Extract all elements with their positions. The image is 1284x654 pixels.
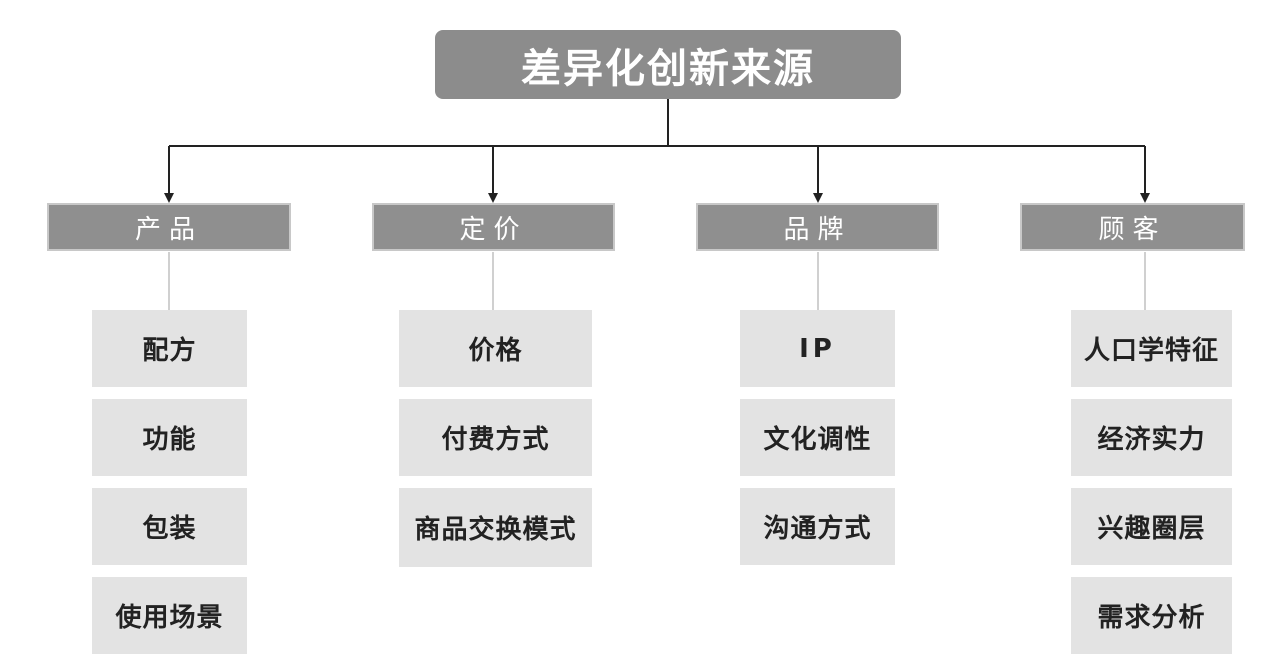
leaf-customer-interest: 兴趣圈层 bbox=[1071, 488, 1232, 565]
leaf-brand-ip: IP bbox=[740, 310, 895, 387]
leaf-product-function: 功能 bbox=[92, 399, 247, 476]
leaf-brand-culture: 文化调性 bbox=[740, 399, 895, 476]
leaf-pricing-payment: 付费方式 bbox=[399, 399, 592, 476]
leaf-customer-demographics: 人口学特征 bbox=[1071, 310, 1232, 387]
root-node: 差异化创新来源 bbox=[435, 30, 901, 99]
category-customer: 顾客 bbox=[1020, 203, 1245, 251]
leaf-brand-communication: 沟通方式 bbox=[740, 488, 895, 565]
category-brand: 品牌 bbox=[696, 203, 939, 251]
category-product: 产品 bbox=[47, 203, 291, 251]
leaf-customer-economic: 经济实力 bbox=[1071, 399, 1232, 476]
leaf-product-packaging: 包装 bbox=[92, 488, 247, 565]
leaf-pricing-price: 价格 bbox=[399, 310, 592, 387]
leaf-product-formula: 配方 bbox=[92, 310, 247, 387]
category-pricing: 定价 bbox=[372, 203, 615, 251]
leaf-product-scenario: 使用场景 bbox=[92, 577, 247, 654]
leaf-customer-needs: 需求分析 bbox=[1071, 577, 1232, 654]
leaf-pricing-exchange: 商品交换模式 bbox=[399, 488, 592, 567]
